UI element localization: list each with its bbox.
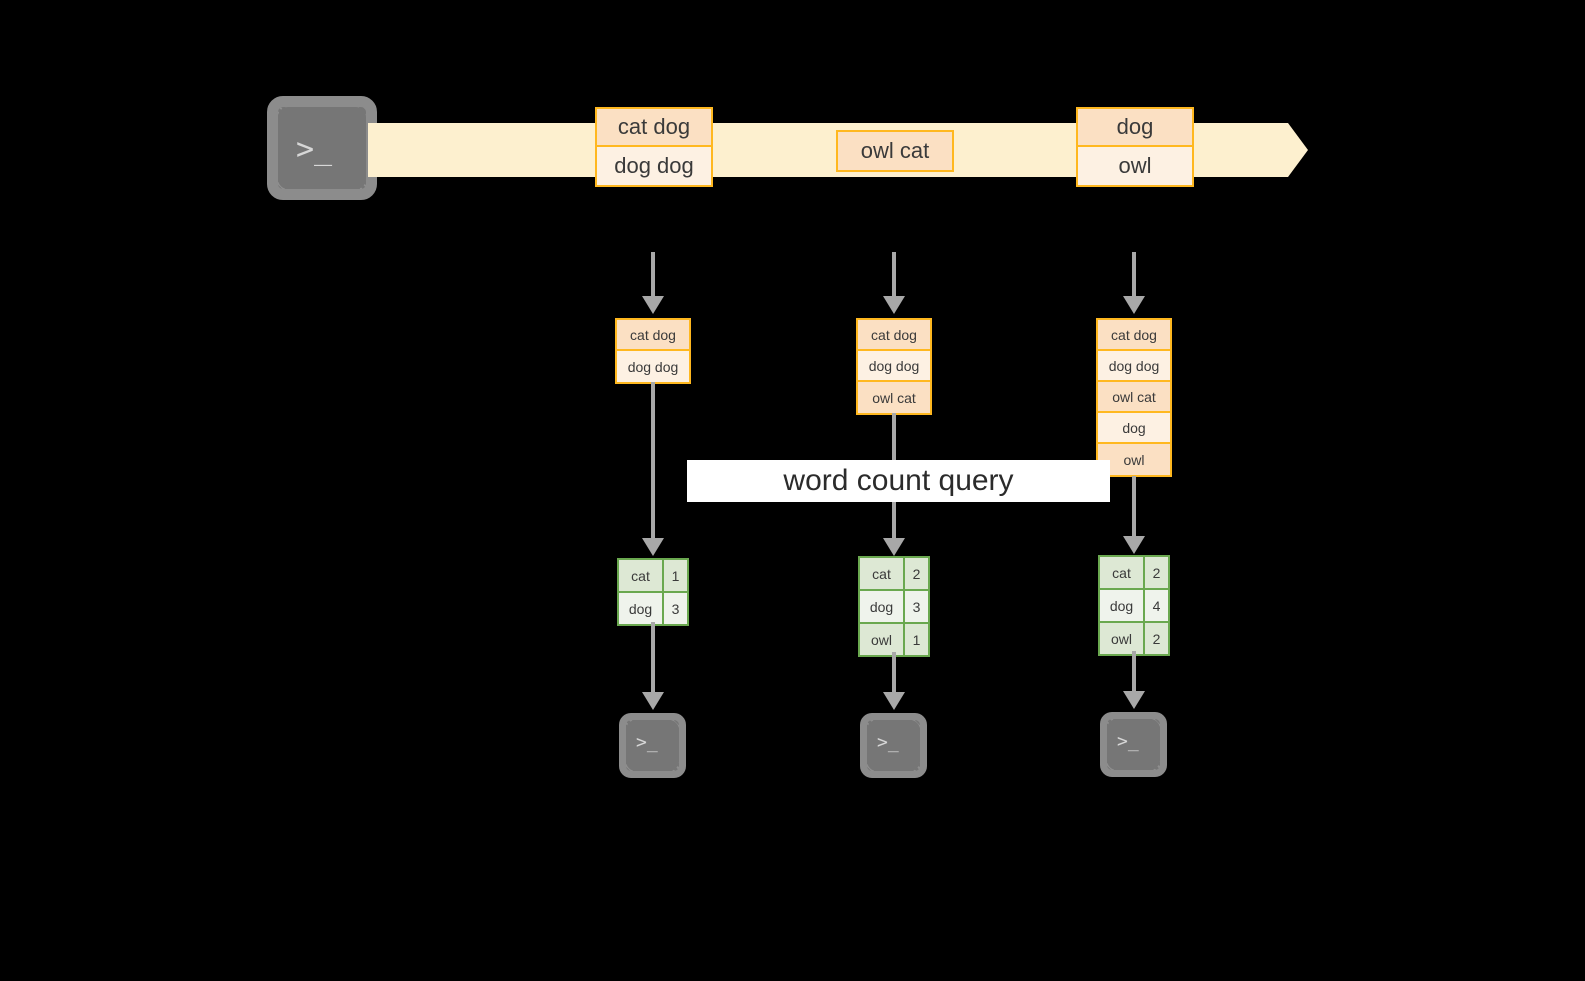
result-count: 3 xyxy=(664,593,687,624)
query-connector-3 xyxy=(1132,476,1136,540)
query-connector-3-head xyxy=(1123,536,1145,554)
dashed-connector-2-head xyxy=(883,296,905,314)
snapshot-line: cat dog xyxy=(617,320,689,351)
result-row: owl 1 xyxy=(860,624,928,655)
dashed-connector-3 xyxy=(1132,252,1136,298)
result-row: owl 2 xyxy=(1100,623,1168,654)
result-row: dog 4 xyxy=(1100,590,1168,623)
dashed-connector-1-head xyxy=(642,296,664,314)
snapshot-line: owl xyxy=(1098,444,1170,475)
result-word: owl xyxy=(860,624,905,655)
query-banner: word count query xyxy=(687,460,1110,502)
result-count: 2 xyxy=(1145,623,1168,654)
stream-record-3: dog owl xyxy=(1076,107,1194,187)
sink-connector-1-head xyxy=(642,692,664,710)
snapshot-line: owl cat xyxy=(1098,382,1170,413)
terminal-prompt-glyph: >_ xyxy=(296,132,333,167)
stream-record-2: owl cat xyxy=(836,130,954,172)
terminal-prompt-glyph: >_ xyxy=(636,732,658,753)
dashed-connector-1 xyxy=(651,252,655,298)
result-count: 3 xyxy=(905,591,928,622)
result-count: 1 xyxy=(905,624,928,655)
sink-connector-2-head xyxy=(883,692,905,710)
result-word: cat xyxy=(860,558,905,589)
sink-connector-2 xyxy=(892,652,896,694)
query-connector-1-head xyxy=(642,538,664,556)
terminal-prompt-glyph: >_ xyxy=(877,732,899,753)
source-terminal-icon: >_ xyxy=(267,96,377,200)
stream-record-line: owl xyxy=(1078,147,1192,185)
stream-record-line: owl cat xyxy=(838,132,952,170)
stream-record-line: dog xyxy=(1078,109,1192,147)
result-count: 1 xyxy=(664,560,687,591)
snapshot-line: dog dog xyxy=(858,351,930,382)
stream-record-1: cat dog dog dog xyxy=(595,107,713,187)
snapshot-line: cat dog xyxy=(1098,320,1170,351)
result-word: dog xyxy=(1100,590,1145,621)
dashed-connector-2 xyxy=(892,252,896,298)
snapshot-line: dog xyxy=(1098,413,1170,444)
snapshot-line: cat dog xyxy=(858,320,930,351)
snapshot-table-1: cat dog dog dog xyxy=(615,318,691,384)
result-count: 4 xyxy=(1145,590,1168,621)
stream-record-line: cat dog xyxy=(597,109,711,147)
result-count: 2 xyxy=(1145,557,1168,588)
snapshot-line: dog dog xyxy=(1098,351,1170,382)
stream-arrow-head xyxy=(1288,123,1308,177)
result-table-2: cat 2 dog 3 owl 1 xyxy=(858,556,930,657)
result-row: dog 3 xyxy=(619,593,687,624)
snapshot-line: owl cat xyxy=(858,382,930,413)
result-row: cat 2 xyxy=(1100,557,1168,590)
result-row: cat 2 xyxy=(860,558,928,591)
result-word: dog xyxy=(860,591,905,622)
snapshot-table-3: cat dog dog dog owl cat dog owl xyxy=(1096,318,1172,477)
snapshot-table-2: cat dog dog dog owl cat xyxy=(856,318,932,415)
sink-connector-3-head xyxy=(1123,691,1145,709)
snapshot-line: dog dog xyxy=(617,351,689,382)
result-word: cat xyxy=(1100,557,1145,588)
sink-connector-1 xyxy=(651,622,655,694)
result-count: 2 xyxy=(905,558,928,589)
result-word: dog xyxy=(619,593,664,624)
result-table-1: cat 1 dog 3 xyxy=(617,558,689,626)
result-table-3: cat 2 dog 4 owl 2 xyxy=(1098,555,1170,656)
sink-terminal-icon-2: >_ xyxy=(860,713,927,778)
query-connector-1 xyxy=(651,382,655,541)
terminal-prompt-glyph: >_ xyxy=(1117,731,1139,752)
result-row: dog 3 xyxy=(860,591,928,624)
query-banner-label: word count query xyxy=(783,464,1014,497)
query-connector-2-head xyxy=(883,538,905,556)
sink-terminal-icon-3: >_ xyxy=(1100,712,1167,777)
dashed-connector-3-head xyxy=(1123,296,1145,314)
stream-record-line: dog dog xyxy=(597,147,711,185)
result-word: owl xyxy=(1100,623,1145,654)
sink-connector-3 xyxy=(1132,651,1136,693)
sink-terminal-icon-1: >_ xyxy=(619,713,686,778)
result-row: cat 1 xyxy=(619,560,687,593)
result-word: cat xyxy=(619,560,664,591)
